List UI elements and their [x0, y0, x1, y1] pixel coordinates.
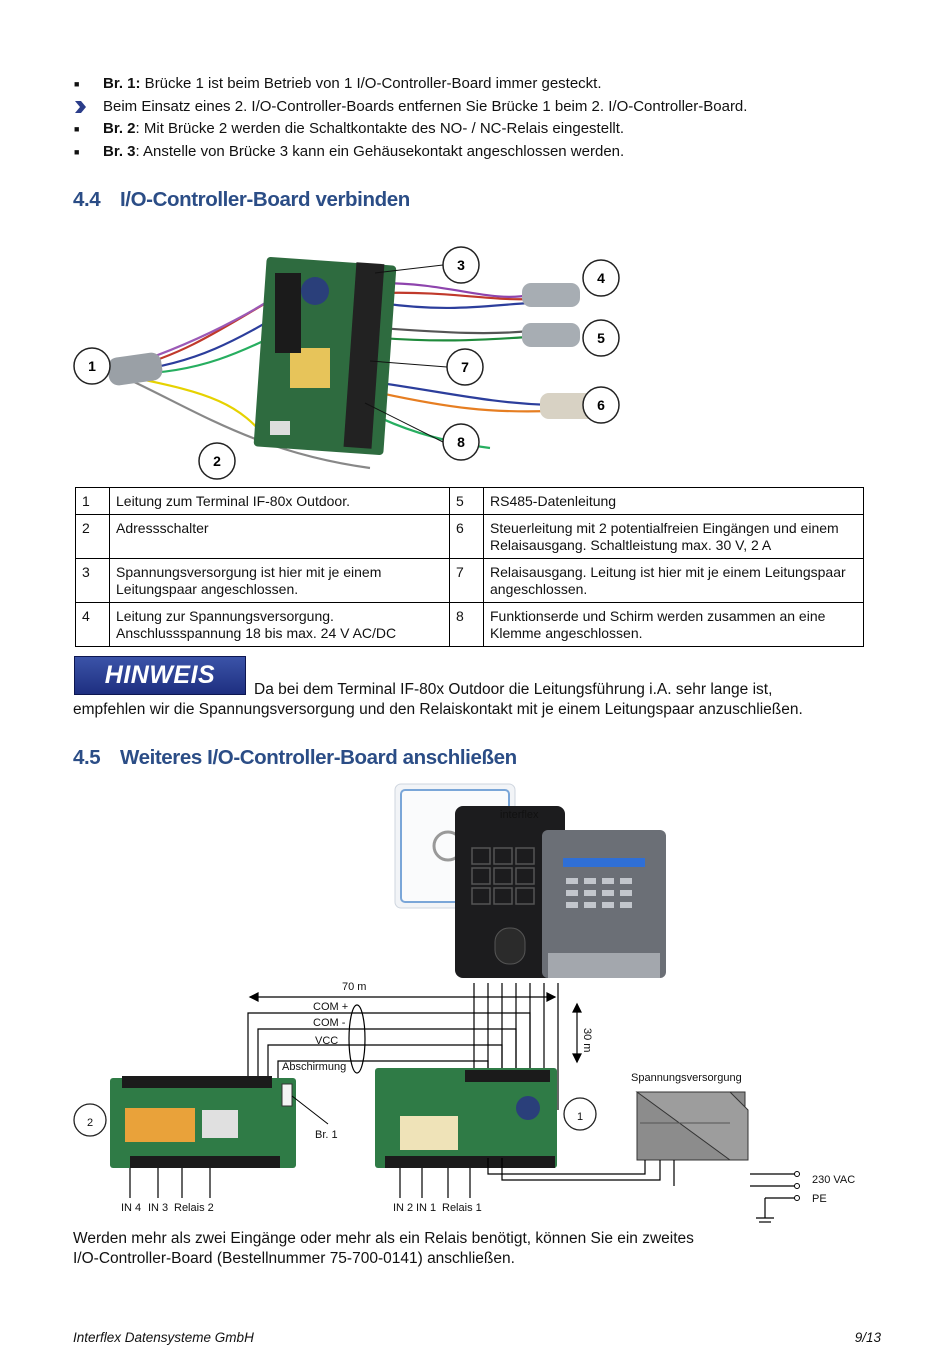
legend-number: 6: [449, 514, 484, 559]
shield-ellipse: [348, 1004, 366, 1074]
pe-label: PE: [812, 1193, 827, 1205]
bridge-label: Br. 1: [315, 1129, 338, 1141]
hinweis-badge: HINWEIS: [74, 656, 246, 695]
bullet-item: ■ Br. 2: Mit Brücke 2 werden die Schaltk…: [74, 118, 894, 141]
svg-text:2: 2: [213, 453, 221, 469]
bullet-bold: Br. 1:: [103, 75, 141, 92]
chevron-right-icon: [75, 100, 86, 113]
label-relais1: Relais 1: [442, 1202, 482, 1214]
controller-board-photo: 1 2 3 4 5 6 7 8: [73, 246, 620, 480]
power-supply: [635, 1091, 749, 1161]
callout-6: 6: [582, 386, 620, 424]
table-row: 2 Adressschalter 6 Steuerleitung mit 2 p…: [75, 514, 864, 559]
section-title: I/O-Controller-Board verbinden: [120, 188, 410, 211]
section-number: 4.4: [73, 188, 101, 211]
legend-text: RS485-Datenleitung: [483, 487, 864, 515]
svg-text:5: 5: [597, 330, 605, 346]
legend-text: Spannungsversorgung ist hier mit je eine…: [109, 558, 450, 603]
section-heading-4-4: 4.4 I/O-Controller-Board verbinden: [73, 188, 410, 212]
svg-text:4: 4: [597, 270, 605, 286]
terminal-black: [455, 806, 565, 978]
label-in4: IN 4: [121, 1202, 141, 1214]
label-in2: IN 2: [393, 1202, 413, 1214]
legend-text: Leitung zur Spannungsversorgung. Anschlu…: [109, 602, 450, 647]
com-minus-label: COM -: [313, 1017, 346, 1029]
square-bullet-icon: ■: [74, 146, 80, 157]
vcc-label: VCC: [315, 1035, 338, 1047]
board-2-callout: [73, 1103, 107, 1137]
svg-text:8: 8: [457, 434, 465, 450]
table-row: 3 Spannungsversorgung ist hier mit je ei…: [75, 558, 864, 603]
label-relais2: Relais 2: [174, 1202, 214, 1214]
section-title: Weiteres I/O-Controller-Board anschließe…: [120, 746, 517, 769]
page-number: 9/13: [854, 1330, 881, 1345]
controller-board-2: [110, 1076, 296, 1168]
voltage-230vac-label: 230 VAC: [812, 1174, 855, 1186]
callout-2: 2: [198, 442, 236, 480]
bullet-item: ■ Br. 3: Anstelle von Brücke 3 kann ein …: [74, 141, 894, 164]
bullet-text: : Mit Brücke 2 werden die Schaltkontakte…: [135, 120, 625, 137]
svg-text:7: 7: [461, 359, 469, 375]
callout-7: 7: [446, 348, 484, 386]
square-bullet-icon: ■: [74, 124, 80, 134]
legend-text: Steuerleitung mit 2 potentialfreien Eing…: [483, 514, 864, 559]
shield-label: Abschirmung: [282, 1061, 346, 1073]
bullet-text: : Anstelle von Brücke 3 kann ein Gehäuse…: [135, 142, 625, 160]
hinweis-text: empfehlen wir die Spannungsversorgung un…: [73, 701, 803, 718]
bullet-list: ■ Br. 1: Brücke 1 ist beim Betrieb von 1…: [74, 73, 894, 163]
callout-3: 3: [442, 246, 480, 284]
svg-text:6: 6: [597, 397, 605, 413]
hinweis-text: Da bei dem Terminal IF-80x Outdoor die L…: [254, 681, 773, 698]
footer-company: Interflex Datensysteme GmbH: [73, 1330, 254, 1345]
bullet-text: Brücke 1 ist beim Betrieb von 1 I/O-Cont…: [140, 75, 602, 92]
section-number: 4.5: [73, 746, 101, 769]
table-row: 4 Leitung zur Spannungsversorgung. Ansch…: [75, 602, 864, 647]
brand-logo-text: interflex: [500, 809, 539, 821]
callout-1: 1: [73, 347, 111, 385]
callout-4: 4: [582, 259, 620, 297]
callout-8: 8: [442, 423, 480, 461]
legend-number: 1: [75, 487, 110, 515]
section-heading-4-5: 4.5 Weiteres I/O-Controller-Board anschli…: [73, 746, 517, 770]
board-1-callout: [563, 1097, 597, 1131]
bullet-text: Beim Einsatz eines 2. I/O-Controller-Boa…: [103, 97, 748, 115]
com-plus-label: COM +: [313, 1001, 348, 1013]
table-row: 1 Leitung zum Terminal IF-80x Outdoor. 5…: [75, 487, 864, 515]
distance-30m-label: 30 m: [581, 1028, 593, 1052]
legend-number: 4: [75, 602, 110, 647]
legend-text: Funktionserde und Schirm werden zusammen…: [483, 602, 864, 647]
legend-text: Relaisausgang. Leitung ist hier mit je e…: [483, 558, 864, 603]
legend-number: 3: [75, 558, 110, 603]
svg-text:1: 1: [577, 1111, 583, 1123]
legend-number: 5: [449, 487, 484, 515]
bullet-item: Beim Einsatz eines 2. I/O-Controller-Boa…: [74, 96, 894, 119]
legend-text: Leitung zum Terminal IF-80x Outdoor.: [109, 487, 450, 515]
square-bullet-icon: ■: [74, 79, 80, 89]
description-paragraph: Werden mehr als zwei Eingänge oder mehr …: [73, 1230, 694, 1267]
terminal-grey: [542, 830, 666, 978]
label-in3: IN 3: [148, 1202, 168, 1214]
bullet-bold: Br. 3: [103, 142, 136, 160]
bullet-bold: Br. 2: [103, 120, 136, 137]
callout-5: 5: [582, 319, 620, 357]
power-supply-label: Spannungsversorgung: [631, 1072, 742, 1084]
legend-number: 8: [449, 602, 484, 647]
legend-number: 2: [75, 514, 110, 559]
legend-text: Adressschalter: [109, 514, 450, 559]
svg-text:1: 1: [88, 358, 96, 374]
distance-70m-label: 70 m: [342, 981, 366, 993]
legend-table: 1 Leitung zum Terminal IF-80x Outdoor. 5…: [75, 487, 864, 647]
svg-text:2: 2: [87, 1117, 93, 1129]
page-footer: Interflex Datensysteme GmbH 9/13: [73, 1330, 881, 1345]
svg-text:3: 3: [457, 257, 465, 273]
label-in1: IN 1: [416, 1202, 436, 1214]
controller-board-1: [375, 1068, 557, 1168]
bullet-item: ■ Br. 1: Brücke 1 ist beim Betrieb von 1…: [74, 73, 894, 96]
legend-number: 7: [449, 558, 484, 603]
wiring-diagram: interflex 70 m COM + COM - VCC Abschirmu…: [73, 783, 855, 1223]
